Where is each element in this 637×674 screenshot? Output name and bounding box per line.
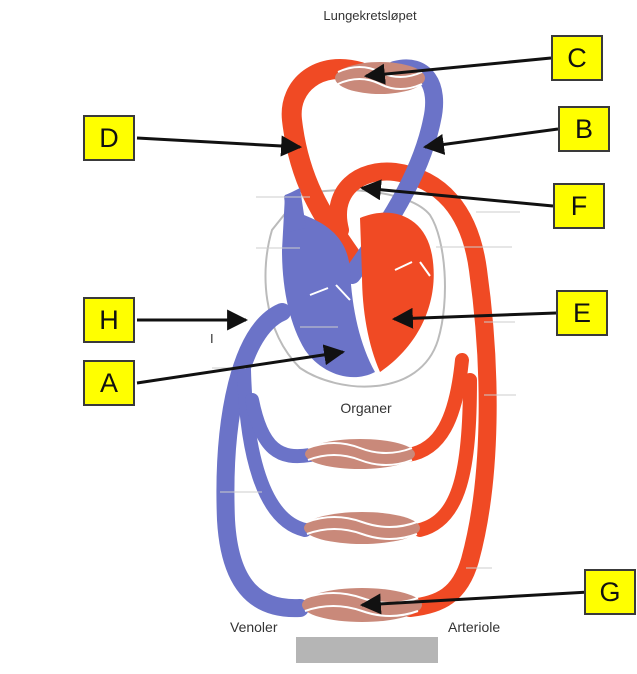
label-a: A <box>83 360 135 406</box>
artery-inner <box>408 360 462 455</box>
venules-label: Venoler <box>230 619 278 635</box>
arrow-b <box>425 129 558 147</box>
bottom-gray-bar <box>296 637 438 663</box>
label-g: G <box>584 569 636 615</box>
lung-capillary-bed <box>335 62 425 94</box>
heart-left-side <box>360 213 434 372</box>
label-b: B <box>558 106 610 152</box>
organ-capillary-bed-2 <box>304 512 420 544</box>
arrow-d <box>137 138 300 147</box>
systemic-vein-inner <box>252 400 310 456</box>
pulmonary-circuit-title: Lungekretsløpet <box>323 8 417 23</box>
organs-label: Organer <box>340 400 392 416</box>
label-h: H <box>83 297 135 343</box>
numeral-label: I <box>210 331 214 346</box>
label-e: E <box>556 290 608 336</box>
label-d: D <box>83 115 135 161</box>
label-f: F <box>553 183 605 229</box>
arteriole-label: Arteriole <box>448 619 500 635</box>
organ-capillary-bed-1 <box>305 439 415 469</box>
label-c: C <box>551 35 603 81</box>
